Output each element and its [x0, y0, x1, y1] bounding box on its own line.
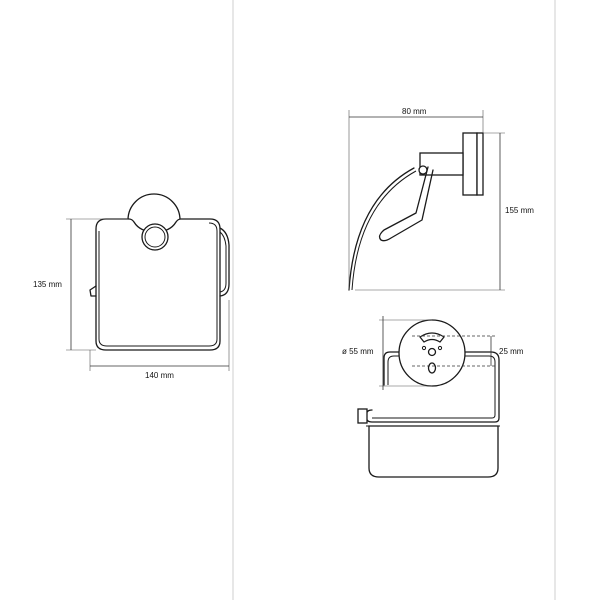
side-hinge-pin — [418, 165, 428, 175]
mount-rosette — [398, 319, 466, 387]
drawing-frame — [232, 0, 556, 600]
front-hook-left — [89, 285, 97, 297]
front-lid-inner — [98, 222, 218, 347]
side-lid-arc — [348, 167, 415, 291]
side-lid-arc-inner — [351, 170, 417, 291]
side-view: 80 mm 155 mm — [348, 107, 534, 291]
label-height-side: 155 mm — [505, 206, 534, 215]
front-arm-right — [219, 227, 230, 297]
side-wall-plate — [462, 132, 478, 196]
side-arm-block — [419, 152, 464, 176]
mount-roll-frame-inner — [372, 355, 496, 419]
side-holder-arm — [378, 166, 434, 242]
mount-hole-upper — [427, 347, 437, 357]
label-diameter-rosette: ø 55 mm — [342, 347, 374, 356]
mount-screw-slot — [419, 332, 445, 343]
front-knob — [141, 223, 169, 251]
label-offset-top: 25 mm — [499, 347, 524, 356]
front-rosette-top — [127, 193, 181, 221]
mount-dot-left — [421, 345, 427, 351]
label-height-front: 135 mm — [33, 280, 62, 289]
mount-bar-end — [357, 408, 368, 424]
mount-lid-body — [368, 425, 499, 478]
mount-hole-lower — [427, 362, 437, 374]
front-lid — [95, 218, 221, 351]
label-width-front: 140 mm — [145, 371, 174, 380]
front-view: 135 mm 140 mm — [33, 193, 230, 380]
mount-view: 25 mm ø 55 mm — [342, 316, 524, 478]
front-arm-right-inner — [219, 231, 227, 293]
front-knob-inner — [144, 226, 166, 248]
label-depth-side: 80 mm — [402, 107, 427, 116]
side-wall-plate-back — [476, 132, 484, 196]
mount-dot-right — [437, 345, 443, 351]
